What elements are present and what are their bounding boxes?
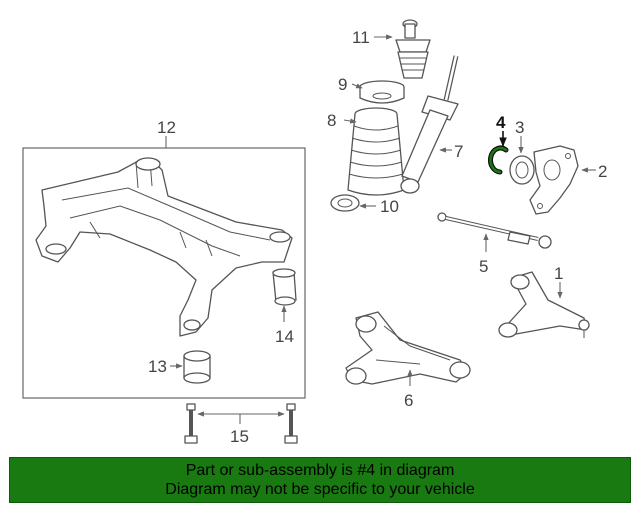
callout-1[interactable]: 1	[554, 264, 563, 283]
callout-11[interactable]: 11	[352, 28, 370, 47]
snap-ring[interactable]	[488, 145, 509, 175]
lower-insulator[interactable]	[330, 194, 360, 212]
callout-6[interactable]: 6	[404, 391, 413, 410]
callout-8[interactable]: 8	[327, 111, 336, 130]
toe-link[interactable]	[437, 212, 552, 249]
subframe-bolts[interactable]	[184, 403, 298, 444]
banner-line-part: Part or sub-assembly is #4 in diagram	[185, 462, 455, 479]
callout-9[interactable]: 9	[338, 75, 347, 94]
spring-insulator[interactable]	[359, 80, 405, 104]
part-info-banner: Part or sub-assembly is #4 in diagram Di…	[9, 457, 631, 503]
callout-12[interactable]: 12	[157, 118, 176, 137]
subframe-bushing-13[interactable]	[183, 350, 211, 384]
lower-control-arm[interactable]	[345, 311, 471, 385]
callout-10[interactable]: 10	[380, 197, 399, 216]
callout-14[interactable]: 14	[275, 327, 294, 346]
subframe-bushing-14[interactable]	[272, 268, 297, 306]
leader-8	[343, 118, 357, 124]
callout-4[interactable]: 4	[496, 113, 506, 132]
callout-13[interactable]: 13	[148, 357, 167, 376]
strut-mount[interactable]	[395, 19, 431, 79]
snap-ring-highlight	[489, 146, 508, 174]
callout-7[interactable]: 7	[454, 142, 463, 161]
callout-15[interactable]: 15	[230, 427, 249, 446]
leader-9	[351, 83, 363, 89]
control-arm-1[interactable]	[498, 271, 590, 338]
callout-5[interactable]: 5	[479, 257, 488, 276]
parts-diagram: 12 14 13	[22, 19, 607, 446]
subframe-frame-box	[22, 147, 306, 399]
shock-absorber[interactable]	[400, 55, 459, 194]
knuckle[interactable]	[529, 145, 579, 215]
wheel-bearing[interactable]	[509, 155, 535, 185]
dust-boot[interactable]	[347, 107, 405, 196]
subframe-group: 12 14 13	[22, 118, 306, 399]
rear-subframe[interactable]	[35, 157, 293, 337]
callout-2[interactable]: 2	[598, 162, 607, 181]
banner-line-disclaimer: Diagram may not be specific to your vehi…	[165, 481, 475, 498]
callout-3[interactable]: 3	[515, 118, 524, 137]
